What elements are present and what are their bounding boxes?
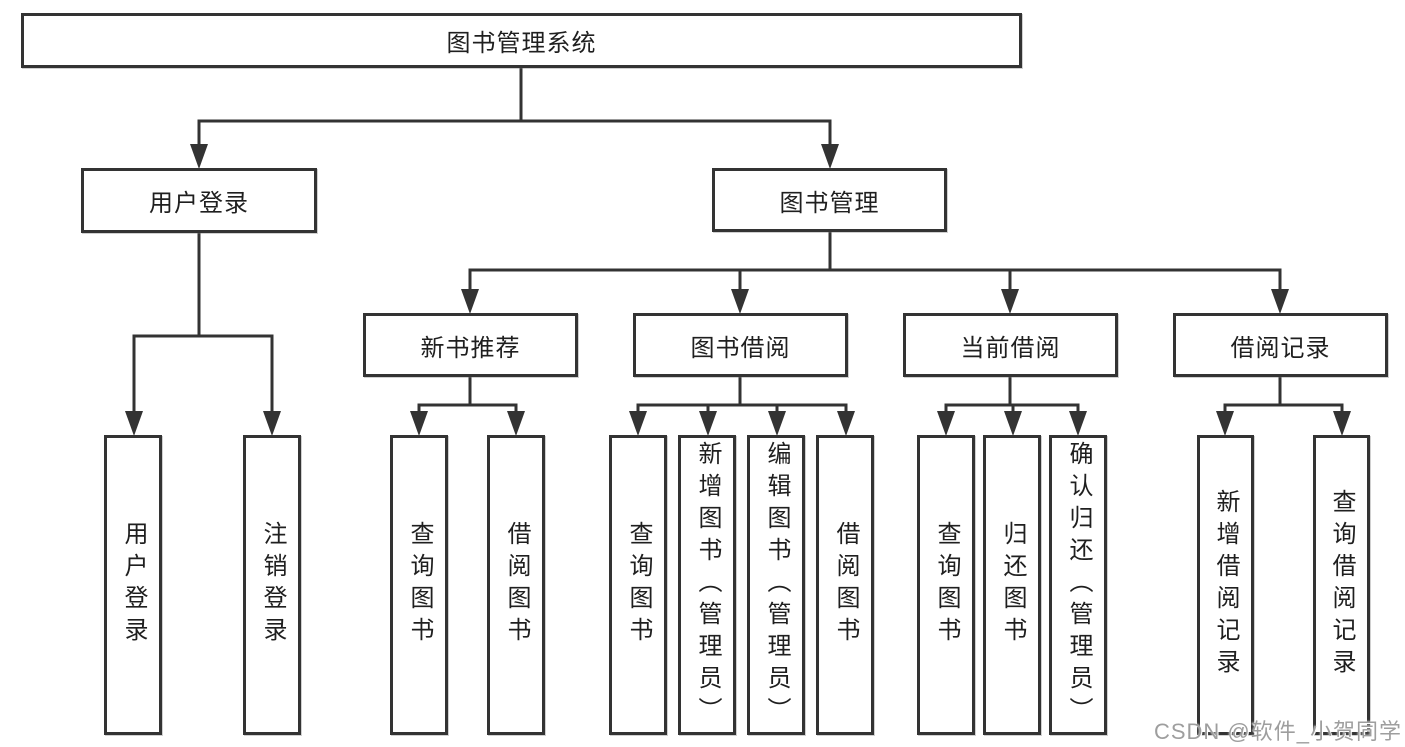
connector-newbook-split bbox=[417, 403, 518, 416]
node-book-management: 图书管理 bbox=[712, 168, 947, 232]
arrowhead bbox=[837, 411, 855, 436]
leaf-borrow-borrow-book: 借阅图书 bbox=[816, 435, 874, 735]
leaf-user-login: 用户登录 bbox=[104, 435, 162, 735]
arrowhead bbox=[699, 411, 717, 436]
leaf-borrow-edit-book-admin: 编辑图书（管理员） bbox=[747, 435, 805, 735]
arrowhead bbox=[768, 411, 786, 436]
leaf-current-confirm-return-admin: 确认归还（管理员） bbox=[1049, 435, 1107, 735]
arrowhead bbox=[1216, 411, 1234, 436]
arrowhead bbox=[1001, 289, 1019, 314]
arrowhead bbox=[125, 411, 143, 436]
arrowhead bbox=[1004, 411, 1022, 436]
arrowhead bbox=[190, 144, 208, 169]
arrowhead bbox=[410, 411, 428, 436]
node-library-management-system: 图书管理系统 bbox=[21, 13, 1022, 68]
node-user-login: 用户登录 bbox=[81, 168, 317, 233]
node-borrow-record: 借阅记录 bbox=[1173, 313, 1388, 377]
watermark: CSDN @软件_小贺同学 bbox=[1153, 719, 1402, 744]
leaf-borrow-add-book-admin: 新增图书（管理员） bbox=[678, 435, 736, 735]
leaf-current-query-book: 查询图书 bbox=[917, 435, 975, 735]
arrowhead bbox=[731, 289, 749, 314]
node-book-borrow: 图书借阅 bbox=[633, 313, 848, 377]
leaf-newbook-borrow-book: 借阅图书 bbox=[487, 435, 545, 735]
arrowhead bbox=[461, 289, 479, 314]
arrowhead bbox=[263, 411, 281, 436]
arrowhead bbox=[1271, 289, 1289, 314]
connector-root-split bbox=[197, 119, 832, 152]
connector-user-login-split bbox=[132, 334, 274, 418]
arrowhead bbox=[937, 411, 955, 436]
arrowhead bbox=[629, 411, 647, 436]
leaf-current-return-book: 归还图书 bbox=[983, 435, 1041, 735]
leaf-borrow-query-book: 查询图书 bbox=[609, 435, 667, 735]
arrowhead bbox=[507, 411, 525, 436]
connector-record-split bbox=[1223, 403, 1344, 416]
node-current-borrow: 当前借阅 bbox=[903, 313, 1118, 377]
leaf-newbook-query-book: 查询图书 bbox=[390, 435, 448, 735]
node-new-book-recommend: 新书推荐 bbox=[363, 313, 578, 377]
arrowhead bbox=[1333, 411, 1351, 436]
arrowhead bbox=[1069, 411, 1087, 436]
leaf-logout-login: 注销登录 bbox=[243, 435, 301, 735]
connector-borrow-split bbox=[636, 403, 848, 416]
leaf-record-add-borrow-record: 新增借阅记录 bbox=[1197, 435, 1254, 735]
arrowhead bbox=[821, 144, 839, 169]
leaf-record-query-borrow-record: 查询借阅记录 bbox=[1313, 435, 1370, 735]
connector-book-mgmt-split bbox=[468, 268, 1282, 296]
